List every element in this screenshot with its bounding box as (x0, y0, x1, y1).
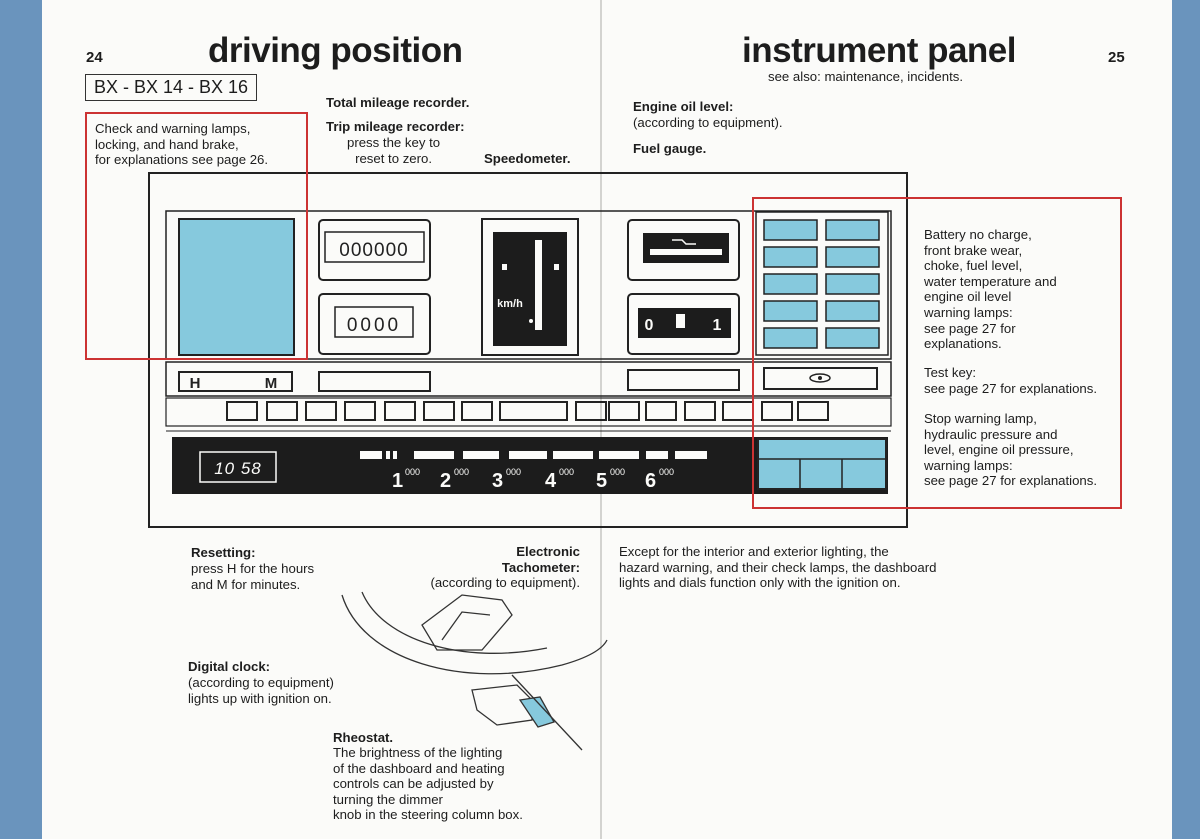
page-title-left: driving position (208, 31, 463, 70)
callout-battery: Battery no charge, front brake wear, cho… (924, 227, 1057, 352)
eye-icon-pupil (818, 376, 822, 380)
speedometer-bar (535, 240, 542, 330)
eye-icon (809, 373, 831, 383)
callout-box-right (752, 197, 1122, 509)
callout-box-left (85, 112, 308, 360)
callout-clock-title: Digital clock: (188, 659, 271, 674)
fuel-mark-empty: 0 (645, 317, 654, 334)
tachometer-suffixes: 000 000 000 000 000 000 (405, 467, 674, 477)
svg-text:6: 6 (645, 470, 656, 492)
speedometer-mark (554, 264, 559, 270)
ignition-note: Except for the interior and exterior lig… (619, 544, 937, 591)
trip-odometer-housing (318, 293, 431, 355)
tachometer-bar (360, 451, 707, 459)
tachometer-scale: 1 2 3 4 5 6 (392, 470, 656, 492)
svg-text:000: 000 (610, 467, 625, 477)
dial-housing (165, 210, 892, 360)
lamp-grid-frame (755, 211, 889, 356)
callout-resetting-title: Resetting: (191, 545, 256, 560)
svg-text:4: 4 (545, 470, 557, 492)
callout-trip-body: press the key to reset to zero. (347, 135, 441, 166)
callout-total-mileage: Total mileage recorder. (326, 95, 470, 110)
left-control-key (627, 369, 740, 391)
callout-clock-body: (according to equipment) lights up with … (188, 675, 334, 706)
total-odometer-housing (318, 219, 431, 281)
callout-test-key: Test key: see page 27 for explanations. (924, 365, 1098, 396)
trip-odometer-digits: 0000 (347, 315, 401, 336)
total-odometer-window (324, 231, 425, 263)
oil-gauge-display (643, 233, 729, 263)
switch-strip (165, 361, 892, 397)
speed-unit: km/h (497, 298, 523, 310)
fuel-gauge-housing (627, 293, 740, 355)
page-number-right: 25 (1108, 49, 1125, 66)
svg-text:000: 000 (659, 467, 674, 477)
callout-rheostat-body: The brightness of the lighting of the da… (333, 745, 523, 823)
svg-text:000: 000 (559, 467, 574, 477)
warning-lamp-grid (763, 219, 880, 349)
page-number-left: 24 (86, 49, 103, 66)
fuel-mark-full: 1 (713, 317, 722, 334)
switch-row (165, 397, 892, 427)
page-subtitle-right: see also: maintenance, incidents. (768, 69, 963, 84)
speedometer-mark (529, 319, 533, 323)
clock-display: 10 58 (214, 459, 262, 478)
svg-text:000: 000 (506, 467, 521, 477)
clock-keys (178, 371, 293, 392)
speedometer-mark (502, 264, 507, 270)
page-title-right: instrument panel (742, 31, 1016, 70)
dashboard-illustration: 000000 0000 km/h 0 1 (85, 112, 1122, 751)
oil-level-scale (650, 249, 722, 255)
oil-can-icon (672, 239, 696, 245)
oil-gauge-housing (627, 219, 740, 281)
callout-trip-title: Trip mileage recorder: (326, 119, 465, 134)
trip-odometer-window (334, 306, 414, 338)
callout-tacho-body: (according to equipment). (430, 575, 580, 590)
callout-stop-lamp: Stop warning lamp, hydraulic pressure an… (924, 411, 1098, 489)
switch-buttons (226, 401, 829, 421)
clock-key-h: H (190, 375, 201, 392)
callout-rheostat-title: Rheostat. (333, 730, 394, 745)
callout-resetting-body: press H for the hours and M for minutes. (191, 561, 315, 592)
callout-speedometer: Speedometer. (484, 151, 571, 166)
svg-text:1: 1 (392, 470, 403, 492)
steering-column-sketch (341, 591, 608, 751)
clock-key-m: M (265, 375, 278, 392)
model-label: BX - BX 14 - BX 16 (85, 74, 258, 101)
svg-text:000: 000 (405, 467, 420, 477)
warning-lamp-panel (178, 218, 295, 356)
callout-tacho-title: Electronic Tachometer: (501, 544, 580, 575)
callout-oil-body: (according to equipment). (633, 115, 783, 130)
manual-spread: 24 driving position BX - BX 14 - BX 16 i… (42, 0, 1172, 839)
callout-fuel: Fuel gauge. (633, 141, 707, 156)
svg-text:000: 000 (454, 467, 469, 477)
trip-reset-key (318, 371, 431, 392)
callout-oil-title: Engine oil level: (633, 99, 734, 114)
stop-lamp-panel (757, 438, 887, 490)
total-odometer-digits: 000000 (339, 240, 408, 261)
svg-text:5: 5 (596, 470, 607, 492)
callout-warning-lamps: Check and warning lamps, locking, and ha… (95, 121, 269, 168)
test-key (763, 367, 878, 390)
clock-display-frame (199, 451, 277, 483)
fuel-pump-icon (676, 314, 685, 328)
dashboard-frame (148, 172, 908, 528)
svg-text:3: 3 (492, 470, 503, 492)
svg-text:2: 2 (440, 470, 451, 492)
speedometer-face (493, 232, 567, 346)
